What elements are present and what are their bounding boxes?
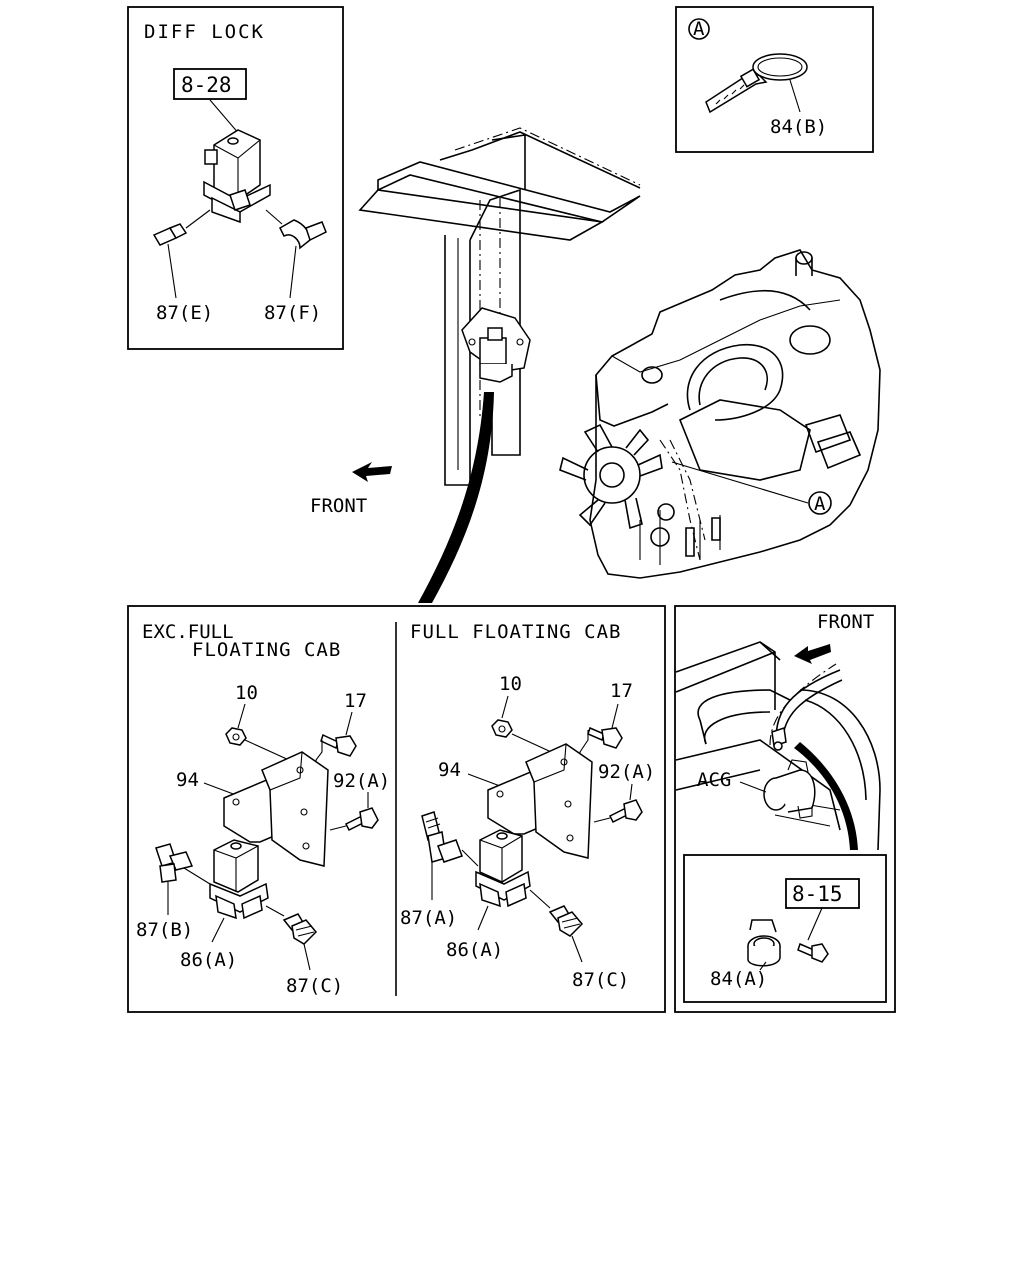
exc-label-86a: 86(A) — [180, 949, 237, 971]
full-label-92a: 92(A) — [598, 761, 655, 783]
full-label-87a: 87(A) — [400, 907, 457, 929]
lower-valve-panel: EXC.FULL FLOATING CAB 10 17 94 — [127, 605, 666, 1013]
ref-8-15: 8-15 — [792, 882, 843, 906]
acg-panel: FRONT ACG — [674, 605, 896, 1013]
diff-lock-title: DIFF LOCK — [144, 21, 265, 43]
callout-line-a — [671, 461, 809, 504]
detail-a-marker — [688, 18, 710, 40]
front-arrow — [352, 462, 392, 482]
cooling-fan — [559, 423, 675, 547]
engine — [589, 249, 881, 579]
frame-rail — [358, 127, 641, 241]
full-bolt-17 — [587, 726, 623, 749]
full-valve-86a — [475, 829, 531, 908]
exc-valve-86a — [209, 839, 269, 920]
ref-box-8-28 — [173, 68, 247, 100]
acg-pointer — [794, 742, 858, 850]
cross-member — [444, 134, 526, 486]
exc-bolt-92a — [344, 807, 379, 832]
full-nut-10 — [491, 719, 513, 738]
full-label-87c: 87(C) — [572, 969, 629, 991]
label-87e: 87(E) — [156, 302, 213, 324]
acg-front-label: FRONT — [817, 611, 874, 633]
detail-a-panel: A 84(B) — [675, 6, 874, 153]
exc-label-87c: 87(C) — [286, 975, 343, 997]
clip-84a — [747, 919, 781, 967]
exc-connector-87c — [282, 913, 318, 945]
acg-alternator — [763, 759, 816, 819]
full-title: FULL FLOATING CAB — [410, 621, 621, 643]
exc-label-87b: 87(B) — [136, 919, 193, 941]
full-connector-87c — [548, 905, 584, 937]
full-label-17: 17 — [610, 680, 633, 702]
full-floating-cab-section: FULL FLOATING CAB 10 17 94 — [400, 621, 655, 991]
exc-bracket-94 — [223, 751, 329, 867]
full-bracket-94 — [487, 743, 593, 859]
label-84b: 84(B) — [770, 116, 827, 138]
callout-a-letter: A — [814, 493, 826, 515]
exc-label-17: 17 — [344, 690, 367, 712]
cable-tie-84b — [705, 53, 808, 114]
ref-box-8-15 — [785, 878, 860, 909]
full-label-94: 94 — [438, 759, 461, 781]
exc-label-10: 10 — [235, 682, 258, 704]
acg-harness — [769, 663, 843, 751]
acg-label: ACG — [697, 769, 731, 791]
acg-front-arrow — [794, 644, 831, 664]
fitting-87e — [152, 209, 211, 246]
callout-a-marker — [808, 491, 832, 515]
main-view: FRONT — [310, 127, 881, 603]
exc-nut-10 — [225, 727, 247, 746]
full-tee-87a — [421, 811, 463, 863]
exc-elbow-87b — [155, 843, 194, 883]
full-label-86a: 86(A) — [446, 939, 503, 961]
full-bolt-92a — [608, 799, 643, 824]
diff-lock-panel: DIFF LOCK 8-28 87(E) 87(F) — [127, 6, 344, 350]
diff-lock-valve — [203, 129, 271, 224]
full-label-10: 10 — [499, 673, 522, 695]
exc-title-line1: EXC.FULL — [142, 621, 234, 643]
exc-title-line2: FLOATING CAB — [192, 639, 341, 661]
exc-full-floating-cab-section: EXC.FULL FLOATING CAB 10 17 94 — [136, 621, 390, 997]
exc-label-94: 94 — [176, 769, 199, 791]
acg-inset: 8-15 84(A) — [683, 854, 887, 1003]
pointer-to-lower-panel — [418, 392, 494, 603]
detail-a-letter: A — [693, 18, 705, 40]
label-84a: 84(A) — [710, 968, 767, 990]
clip-bolt — [797, 942, 829, 963]
exc-bolt-17 — [320, 733, 357, 757]
label-87f: 87(F) — [264, 302, 321, 324]
fitting-87f — [265, 209, 327, 250]
front-label: FRONT — [310, 495, 367, 517]
ref-8-28: 8-28 — [181, 73, 232, 97]
exc-label-92a: 92(A) — [333, 770, 390, 792]
frame-valve — [461, 307, 531, 383]
